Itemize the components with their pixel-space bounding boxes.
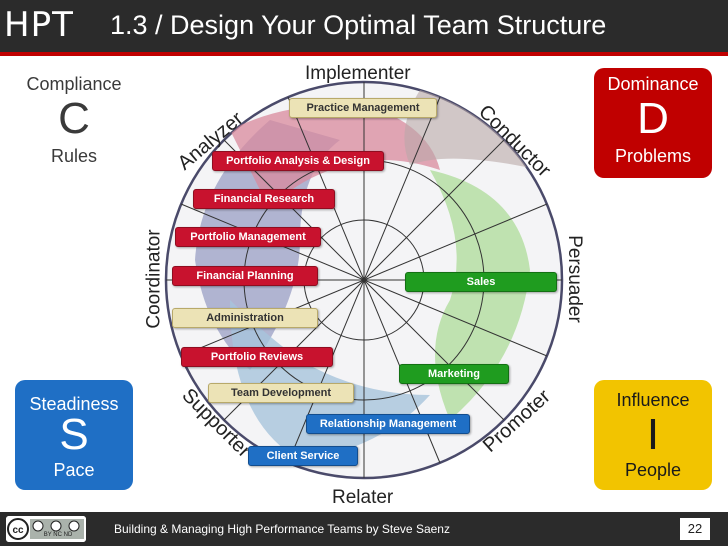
activity-portfolio-analysis: Portfolio Analysis & Design xyxy=(212,151,384,171)
axis-right-label: Persuader xyxy=(563,235,585,323)
steadiness-letter: S xyxy=(59,410,89,459)
title-divider xyxy=(0,52,728,56)
cc-license-badge: cc BY NC ND xyxy=(6,516,86,542)
influence-letter: I xyxy=(646,410,660,459)
activity-marketing: Marketing xyxy=(399,364,509,384)
dominance-letter: D xyxy=(637,94,669,143)
influence-box: Influence I People xyxy=(594,380,712,490)
activity-financial-research: Financial Research xyxy=(193,189,335,209)
cc-icon: cc xyxy=(6,516,86,542)
dominance-sub: Problems xyxy=(614,146,692,166)
activity-portfolio-management: Portfolio Management xyxy=(175,227,321,247)
activity-portfolio-reviews: Portfolio Reviews xyxy=(181,347,333,367)
compliance-sub: Rules xyxy=(50,146,98,166)
axis-top-label: Implementer xyxy=(305,63,411,84)
compliance-letter: C xyxy=(58,94,90,143)
svg-text:cc: cc xyxy=(12,525,24,536)
steadiness-box: Steadiness S Pace xyxy=(15,380,133,490)
influence-sub: People xyxy=(624,460,682,480)
dominance-word: Dominance xyxy=(607,74,699,94)
activity-sales: Sales xyxy=(405,272,557,292)
footer-bar xyxy=(0,512,728,546)
title-bar xyxy=(0,0,728,52)
dominance-band xyxy=(404,90,540,170)
slide-title: 1.3 / Design Your Optimal Team Structure xyxy=(110,10,607,40)
cc-license-text: BY NC ND xyxy=(43,532,73,538)
hpt-logo: HPT xyxy=(4,5,74,45)
page-number: 22 xyxy=(680,518,710,540)
compliance-word: Compliance xyxy=(26,74,122,94)
activity-practice-management: Practice Management xyxy=(289,98,437,118)
axis-left-label: Coordinator xyxy=(143,229,165,329)
steadiness-word: Steadiness xyxy=(29,394,119,414)
steadiness-sub: Pace xyxy=(53,460,95,480)
dominance-box: Dominance D Problems xyxy=(594,68,712,178)
influence-word: Influence xyxy=(616,390,690,410)
activity-administration: Administration xyxy=(172,308,318,328)
axis-bottom-label: Relater xyxy=(332,487,394,508)
activity-client-service: Client Service xyxy=(248,446,358,466)
activity-relationship-management: Relationship Management xyxy=(306,414,470,434)
compliance-box: Compliance C Rules xyxy=(15,68,133,178)
activity-financial-planning: Financial Planning xyxy=(172,266,318,286)
activity-team-development: Team Development xyxy=(208,383,354,403)
footer-credit: Building & Managing High Performance Tea… xyxy=(114,522,450,536)
